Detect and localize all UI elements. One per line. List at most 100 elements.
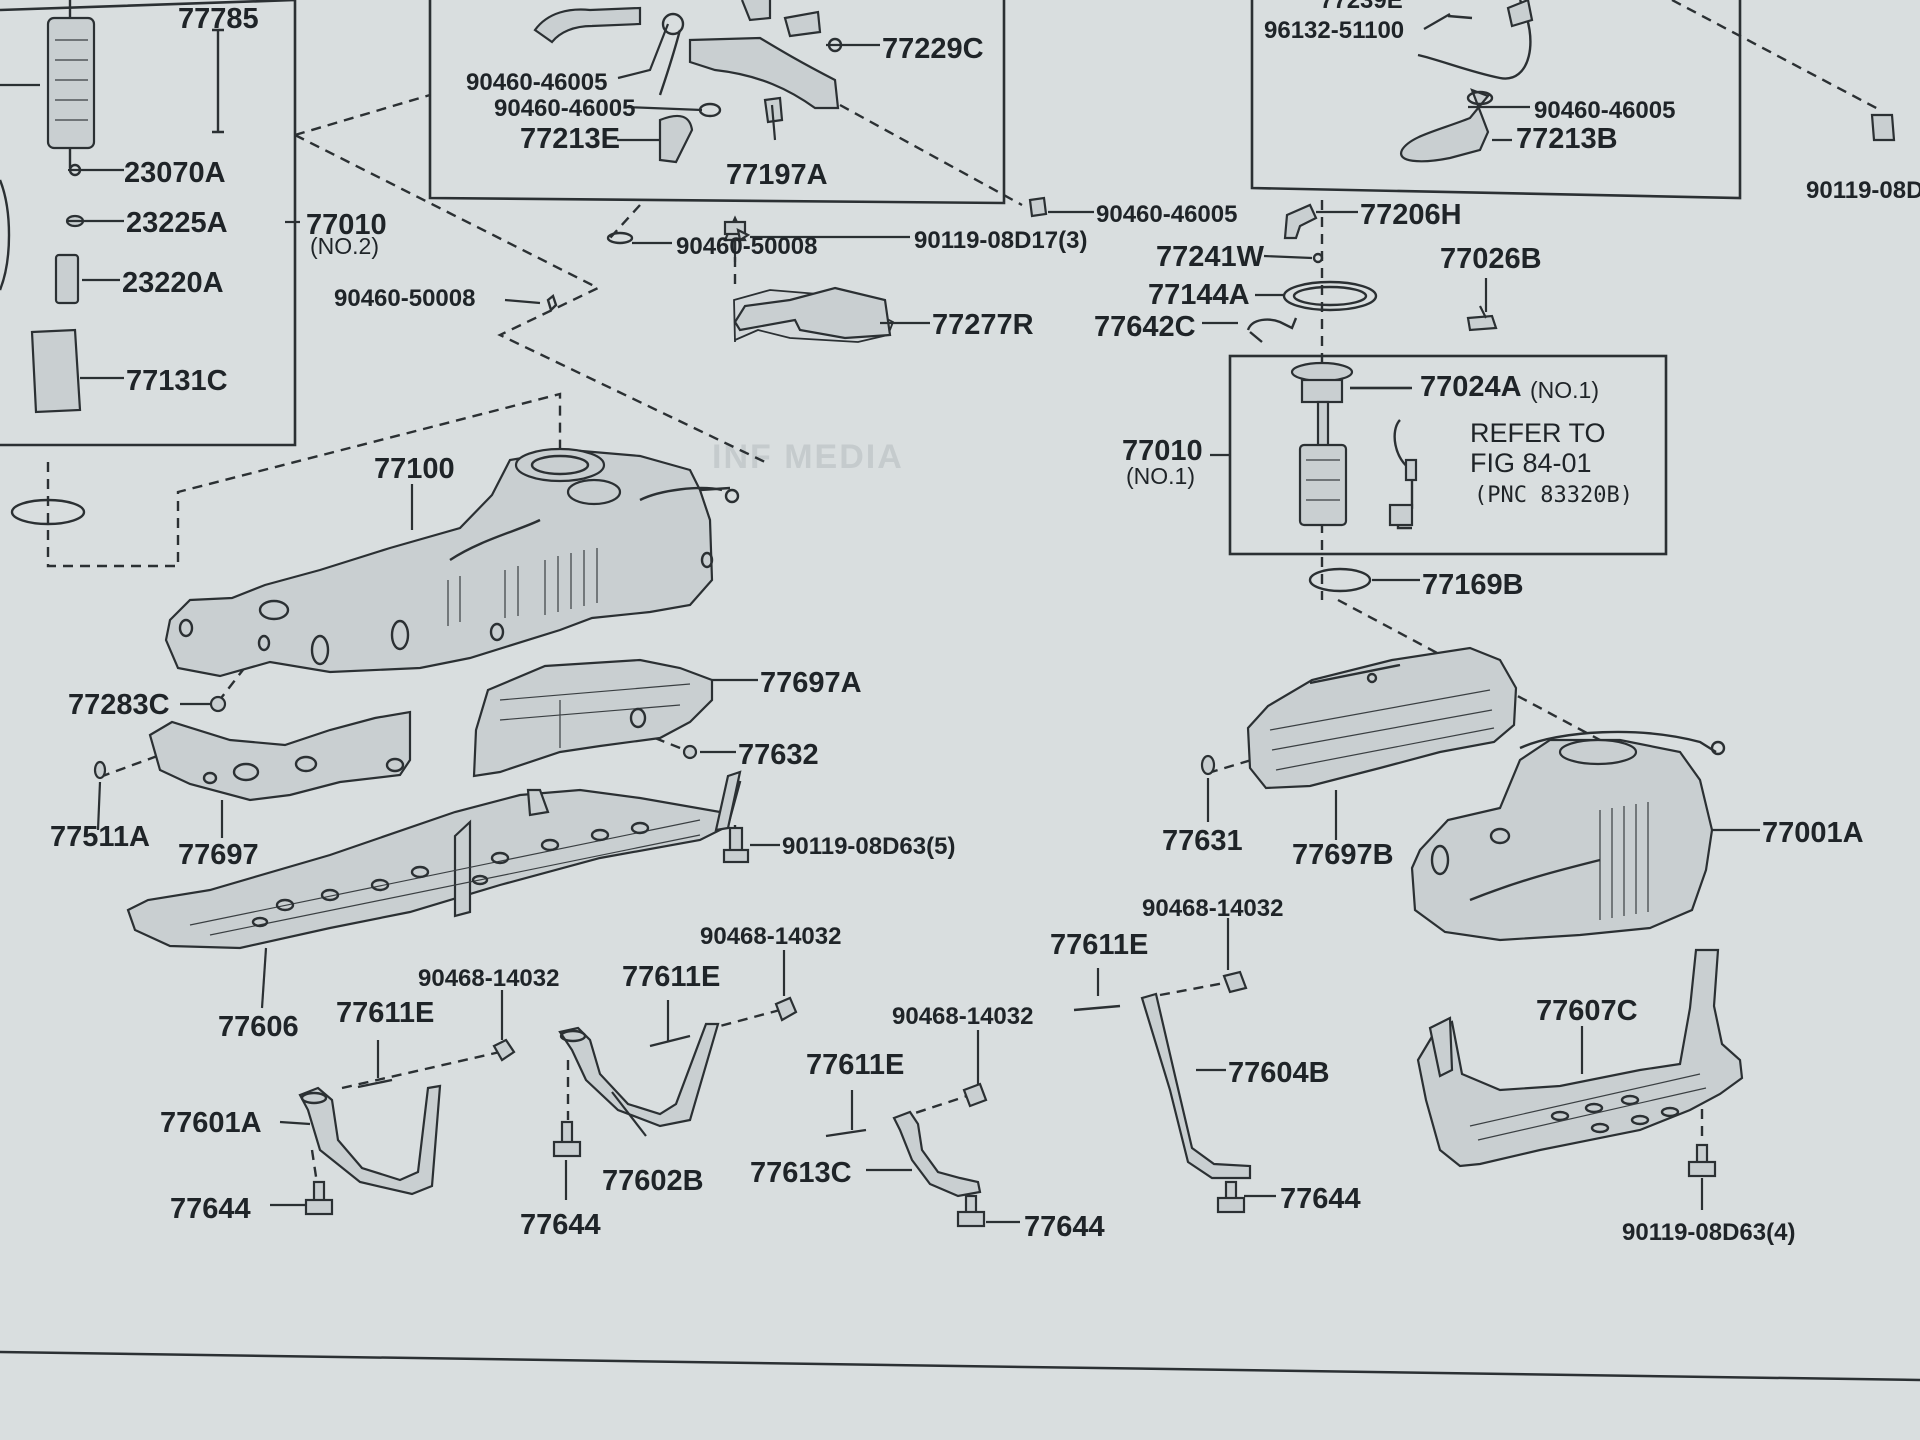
fuel-tank-77001A-graphic bbox=[1410, 730, 1726, 942]
clip-77631-graphic bbox=[1200, 754, 1216, 776]
strap-77601A-graphic bbox=[298, 1084, 442, 1196]
dashed-line-bolt-a bbox=[310, 1149, 320, 1191]
fuel-tank-77100-graphic bbox=[164, 447, 740, 678]
heat-shield-77277R-graphic bbox=[723, 215, 895, 343]
label-77213B: 77213B bbox=[1516, 123, 1618, 155]
label-77024A: 77024A bbox=[1420, 371, 1522, 403]
label-77644-b: 77644 bbox=[520, 1209, 601, 1241]
label-77283C: 77283C bbox=[68, 689, 170, 721]
label-77511A: 77511A bbox=[50, 821, 150, 853]
label-77229C: 77229C bbox=[882, 33, 984, 65]
clamp-90460-50008-a-graphic bbox=[546, 293, 558, 313]
fill-hose-assembly-graphic bbox=[533, 0, 843, 164]
bolt-77644-c-graphic bbox=[956, 1194, 986, 1228]
label-77010-no1: 77010 bbox=[1122, 435, 1203, 467]
dashed-line-top-right bbox=[1671, 0, 1881, 112]
label-77611E-a: 77611E bbox=[336, 997, 434, 1029]
clip-77632-graphic bbox=[682, 744, 698, 760]
label-23070A: 23070A bbox=[124, 157, 226, 189]
nut-90468-14032-d-graphic bbox=[1222, 970, 1248, 994]
dashed-line-box-corner bbox=[294, 93, 431, 137]
label-77697: 77697 bbox=[178, 839, 259, 871]
label-90468-14032-a: 90468-14032 bbox=[418, 965, 559, 992]
label-77632: 77632 bbox=[738, 739, 819, 771]
inset-box-breather-hoses bbox=[1250, 0, 1742, 200]
label-90119-08D63-4: 90119-08D63(4) bbox=[1622, 1219, 1795, 1246]
label-90460-46005-a: 90460-46005 bbox=[466, 69, 607, 96]
bolt-77644-a-graphic bbox=[304, 1180, 334, 1216]
label-77604B: 77604B bbox=[1228, 1057, 1330, 1089]
refer-note-line1: REFER TO bbox=[1470, 418, 1606, 448]
refer-note-line3: (PNC 83320B) bbox=[1474, 483, 1633, 508]
label-77239E: 77239E bbox=[1320, 0, 1403, 14]
strap-77613C-graphic bbox=[892, 1110, 982, 1198]
label-77024A-sub: (NO.1) bbox=[1530, 377, 1599, 403]
label-90468-14032-b: 90468-14032 bbox=[700, 923, 841, 950]
label-23225A: 23225A bbox=[126, 207, 228, 239]
protector-77697-graphic bbox=[148, 710, 412, 802]
label-77026B: 77026B bbox=[1440, 243, 1542, 275]
label-77644-c: 77644 bbox=[1024, 1211, 1105, 1243]
dashed-line-strap-b bbox=[704, 1008, 781, 1032]
label-77644-d: 77644 bbox=[1280, 1183, 1361, 1215]
plug-77283C-graphic bbox=[209, 695, 227, 713]
label-23220A: 23220A bbox=[122, 267, 224, 299]
strap-77604B-graphic bbox=[1140, 992, 1252, 1180]
label-77010-no2-sub: (NO.2) bbox=[310, 233, 379, 259]
label-77644-a: 77644 bbox=[170, 1193, 251, 1225]
dashed-line-strap-a bbox=[341, 1050, 501, 1090]
protector-77697A-graphic bbox=[472, 658, 714, 778]
fuel-pump-no2-graphic bbox=[0, 0, 224, 526]
label-77611E-c: 77611E bbox=[806, 1049, 904, 1081]
dashed-line-hose-to-clamp bbox=[839, 103, 1023, 207]
label-77785: 77785 bbox=[178, 3, 259, 35]
pin-77611E-c-graphic bbox=[825, 1128, 867, 1138]
pin-77611E-d-graphic bbox=[1073, 1004, 1121, 1012]
label-77607C: 77607C bbox=[1536, 995, 1638, 1027]
label-77197A: 77197A bbox=[726, 159, 828, 191]
clamp-90460-46005-c-graphic bbox=[1028, 196, 1048, 218]
label-77611E-d: 77611E bbox=[1050, 929, 1148, 961]
bolt-08D63-5-graphic bbox=[722, 826, 750, 864]
label-90460-46005-d: 90460-46005 bbox=[1534, 97, 1675, 124]
page-bottom-rule bbox=[0, 1350, 1920, 1382]
breather-hose-assembly-graphic bbox=[1400, 0, 1896, 163]
dashed-line-tank-outline bbox=[46, 392, 562, 568]
dashed-line-strap-d bbox=[1159, 980, 1231, 997]
label-77697B: 77697B bbox=[1292, 839, 1394, 871]
dashed-line-strap-c bbox=[899, 1093, 971, 1120]
watermark-text: INF MEDIA bbox=[712, 438, 904, 476]
label-90468-14032-d: 90468-14032 bbox=[1142, 895, 1283, 922]
label-90468-14032-c: 90468-14032 bbox=[892, 1003, 1033, 1030]
strap-77602B-graphic bbox=[558, 1022, 720, 1128]
fuel-pump-no1-graphic bbox=[1290, 361, 1418, 530]
label-77169B: 77169B bbox=[1422, 569, 1524, 601]
dashed-line-tank2-axis bbox=[1337, 598, 1601, 742]
nut-90468-14032-b-graphic bbox=[774, 996, 798, 1022]
label-77613C: 77613C bbox=[750, 1157, 852, 1189]
wire-77642C-graphic bbox=[1246, 317, 1298, 343]
label-77213E: 77213E bbox=[520, 123, 620, 155]
protector-77697B-graphic bbox=[1246, 646, 1518, 790]
bolt-77644-d-graphic bbox=[1216, 1180, 1246, 1214]
inset-box-fill-hoses bbox=[428, 0, 1006, 205]
clip-77511A-graphic bbox=[93, 760, 107, 780]
label-90460-50008-b: 90460-50008 bbox=[676, 233, 817, 260]
skid-plate-77606-graphic bbox=[126, 770, 742, 950]
label-90119-08D-top: 90119-08D bbox=[1806, 177, 1920, 204]
label-90460-46005-b: 90460-46005 bbox=[494, 95, 635, 122]
label-96132-51100: 96132-51100 bbox=[1264, 17, 1404, 44]
label-77277R: 77277R bbox=[932, 309, 1034, 341]
pin-77611E-b-graphic bbox=[649, 1034, 691, 1048]
label-77010-no2: 77010 bbox=[306, 209, 387, 241]
gasket-77169B-graphic bbox=[1308, 567, 1372, 593]
nut-90468-14032-c-graphic bbox=[962, 1082, 988, 1108]
label-77602B: 77602B bbox=[602, 1165, 704, 1197]
label-77010-no1-sub: (NO.1) bbox=[1126, 463, 1195, 489]
label-77206H: 77206H bbox=[1360, 199, 1462, 231]
label-90460-50008-a: 90460-50008 bbox=[334, 285, 475, 312]
leader-lines bbox=[0, 13, 1760, 1224]
label-77631: 77631 bbox=[1162, 825, 1243, 857]
bolt-77644-b-graphic bbox=[552, 1120, 582, 1158]
